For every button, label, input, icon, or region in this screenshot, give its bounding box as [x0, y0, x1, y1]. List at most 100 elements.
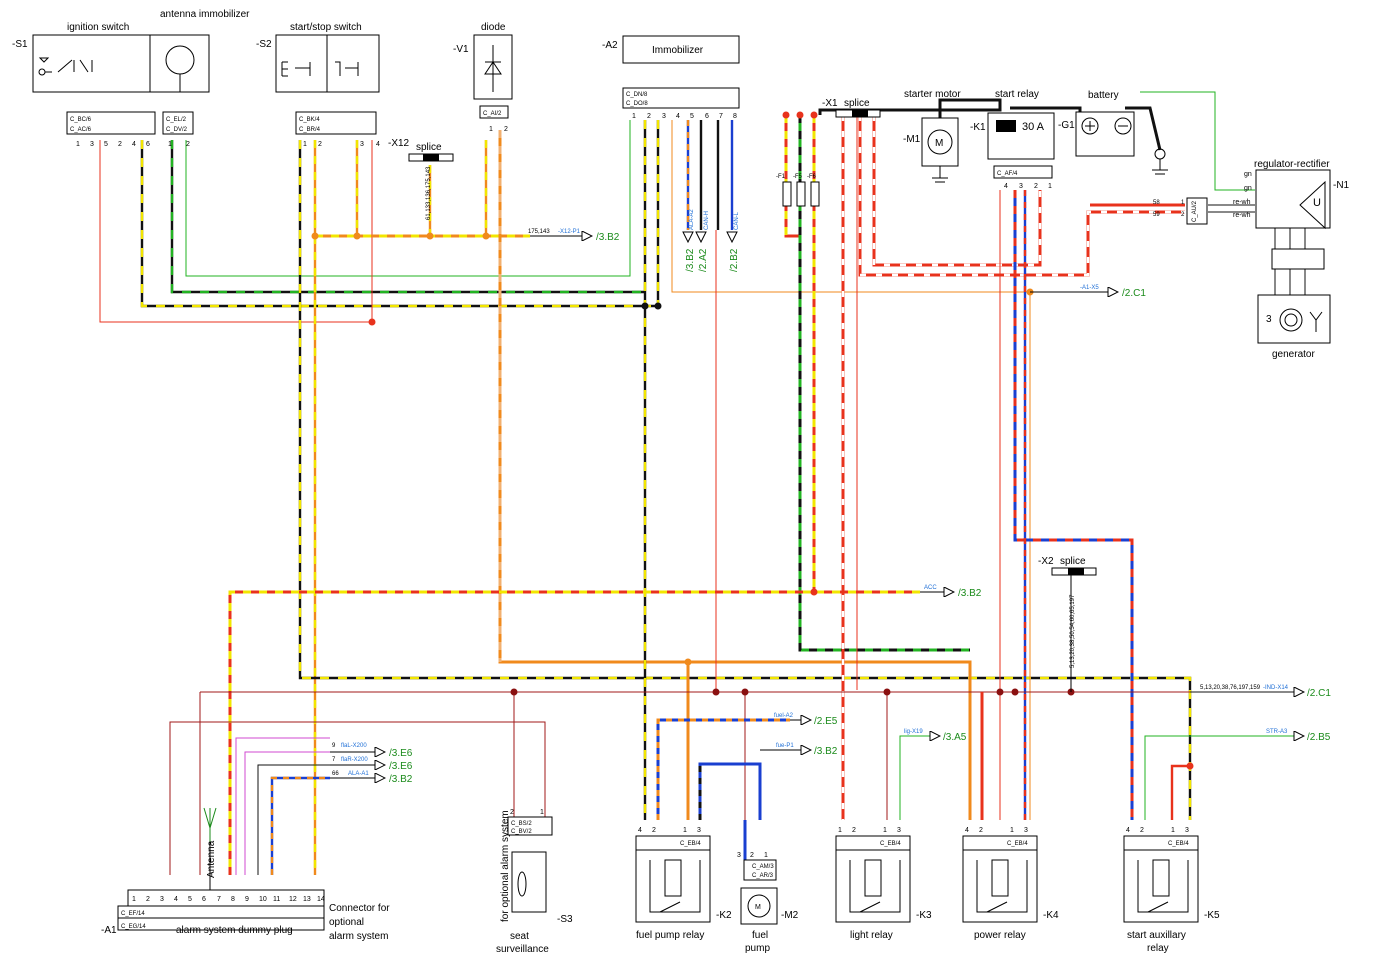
svg-text:pump: pump: [745, 943, 770, 954]
svg-text:/3.E6: /3.E6: [389, 761, 413, 772]
light-relay: C_EB/4 1 2 1 3 -K3 light relay: [835, 827, 932, 941]
svg-text:2: 2: [852, 827, 856, 834]
svg-text:1: 1: [632, 113, 636, 120]
svg-text:58: 58: [1153, 200, 1160, 206]
svg-text:surveillance: surveillance: [496, 944, 549, 955]
svg-text:C_DN/8: C_DN/8: [626, 92, 648, 98]
svg-text:-F6: -F6: [807, 174, 817, 180]
svg-text:1: 1: [168, 141, 172, 148]
ref-flar-x200: 7 flaR-X200 /3.E6: [330, 757, 413, 772]
splice-x2: -X2 splice 5,13,20,38,50,54,60,65,197: [1038, 556, 1097, 692]
svg-text:fuel-A2: fuel-A2: [774, 713, 794, 719]
wire-red-yellow-x1: [784, 115, 802, 318]
fuel-pump: C_AM/3 C_AR/3 3 2 1 M -M2 fuel pump: [737, 852, 799, 954]
relay-coil-icon: [664, 859, 682, 897]
svg-text:C_EB/4: C_EB/4: [680, 841, 701, 847]
ref-fuel-a2: fuel-A2 /2.E5: [774, 713, 838, 727]
battery: battery -G1: [1058, 90, 1168, 175]
svg-text:4: 4: [132, 141, 136, 148]
svg-text:2: 2: [318, 141, 322, 148]
start-stop-switch: -S2 start/stop switch C_BK/4 C_BR/4 1 2 …: [256, 22, 380, 148]
svg-text:start relay: start relay: [995, 89, 1039, 100]
svg-text:splice: splice: [416, 142, 442, 153]
svg-text:61,133,136,175,143: 61,133,136,175,143: [426, 166, 432, 220]
svg-text:3: 3: [737, 852, 741, 859]
svg-text:4: 4: [1004, 183, 1008, 190]
svg-text:3: 3: [697, 827, 701, 834]
ref-str-a3: STR-A3 /2.B5: [1266, 729, 1331, 743]
motor-icon: [927, 129, 953, 155]
svg-text:2: 2: [510, 809, 514, 816]
svg-text:start/stop switch: start/stop switch: [290, 22, 362, 33]
svg-text:optional: optional: [329, 917, 364, 928]
svg-text:1: 1: [1181, 200, 1185, 206]
svg-text:1: 1: [1171, 827, 1175, 834]
ref-flal-x200: 9 flaL-X200 /3.E6: [330, 743, 413, 759]
svg-text:M: M: [755, 904, 761, 911]
a2-output-arrows: [682, 231, 738, 244]
svg-text:C_EG/14: C_EG/14: [121, 924, 146, 930]
svg-text:flaR-X200: flaR-X200: [341, 757, 368, 763]
svg-text:4: 4: [174, 896, 178, 903]
wire-green-antenna: [185, 120, 631, 277]
svg-text:relay: relay: [1147, 943, 1169, 954]
svg-text:4: 4: [376, 141, 380, 148]
wire-orange-thin: [671, 120, 1031, 820]
svg-text:175,143: 175,143: [528, 229, 550, 235]
pump-motor-icon: [747, 894, 771, 918]
svg-text:diode: diode: [481, 22, 506, 33]
svg-text:4: 4: [1126, 827, 1130, 834]
splice-x1: -X1 splice: [822, 98, 881, 118]
wire-red-s1: [99, 140, 373, 323]
svg-text:/3.E6: /3.E6: [389, 748, 413, 759]
svg-text:gn: gn: [1244, 185, 1252, 192]
svg-text:7: 7: [719, 113, 723, 120]
svg-text:13: 13: [303, 896, 311, 903]
ref-ala-a1: 66 ALA-A1 /3.B2: [330, 771, 413, 785]
svg-text:battery: battery: [1088, 90, 1119, 101]
svg-text:generator: generator: [1272, 349, 1315, 360]
svg-text:3: 3: [90, 141, 94, 148]
wire-orange-diode: [498, 130, 972, 820]
svg-text:3: 3: [1185, 827, 1189, 834]
svg-text:-A1-X5: -A1-X5: [1080, 285, 1099, 291]
ref-acc: ACC /3.B2: [920, 585, 982, 599]
svg-text:9: 9: [245, 896, 249, 903]
ref-a1-x5: -A1-X5 /2.C1: [1030, 285, 1146, 299]
svg-text:14: 14: [317, 896, 325, 903]
fuel-pump-relay: C_EB/4 4 2 1 3 -K2 fuel pump relay: [635, 827, 732, 941]
svg-text:59: 59: [1153, 212, 1160, 218]
svg-text:2: 2: [979, 827, 983, 834]
svg-text:-S3: -S3: [557, 914, 573, 925]
svg-text:2: 2: [1181, 212, 1185, 218]
svg-text:C_AU/2: C_AU/2: [1192, 200, 1198, 222]
ignition-switch: -S1 ignition switch antenna immobilizer …: [12, 9, 250, 148]
svg-text:/3.B2: /3.B2: [958, 588, 982, 599]
svg-text:1: 1: [540, 809, 544, 816]
svg-text:/2.E5: /2.E5: [814, 716, 838, 727]
svg-text:C_BS/2: C_BS/2: [511, 821, 532, 827]
svg-text:3: 3: [1266, 314, 1272, 325]
svg-text:C_EL/2: C_EL/2: [166, 117, 187, 123]
svg-text:-K2: -K2: [716, 910, 732, 921]
svg-text:5: 5: [690, 113, 694, 120]
alarm-dummy-plug: -A1 C_EF/14 C_EG/14 alarm system dummy p…: [101, 807, 390, 942]
svg-text:CAN-L: CAN-L: [734, 211, 740, 230]
svg-text:-K5: -K5: [1204, 910, 1220, 921]
svg-text:light relay: light relay: [850, 930, 893, 941]
svg-text:-N1: -N1: [1333, 180, 1350, 191]
svg-text:-M2: -M2: [781, 910, 799, 921]
svg-text:/2.C1: /2.C1: [1122, 288, 1146, 299]
svg-text:-S1: -S1: [12, 39, 28, 50]
svg-text:2: 2: [504, 126, 508, 133]
svg-text:seat: seat: [510, 931, 529, 942]
svg-text:4: 4: [676, 113, 680, 120]
svg-text:C_BV/2: C_BV/2: [511, 829, 532, 835]
start-auxillary-relay: C_EB/4 4 2 1 3 -K5 start auxillary relay: [1123, 827, 1220, 954]
seat-surveillance: for optional alarm system C_BS/2 C_BV/2 …: [496, 809, 573, 955]
svg-text:power relay: power relay: [974, 930, 1026, 941]
power-relay: C_EB/4 4 2 1 3 -K4 power relay: [962, 827, 1059, 941]
svg-text:C_AR/3: C_AR/3: [752, 873, 774, 879]
ref-ind-x14: 5,13,20,38,76,197,159 -IND-X14 /2.C1: [1200, 685, 1331, 699]
svg-text:5,13,20,38,50,54,60,65,197: 5,13,20,38,50,54,60,65,197: [1070, 594, 1076, 668]
